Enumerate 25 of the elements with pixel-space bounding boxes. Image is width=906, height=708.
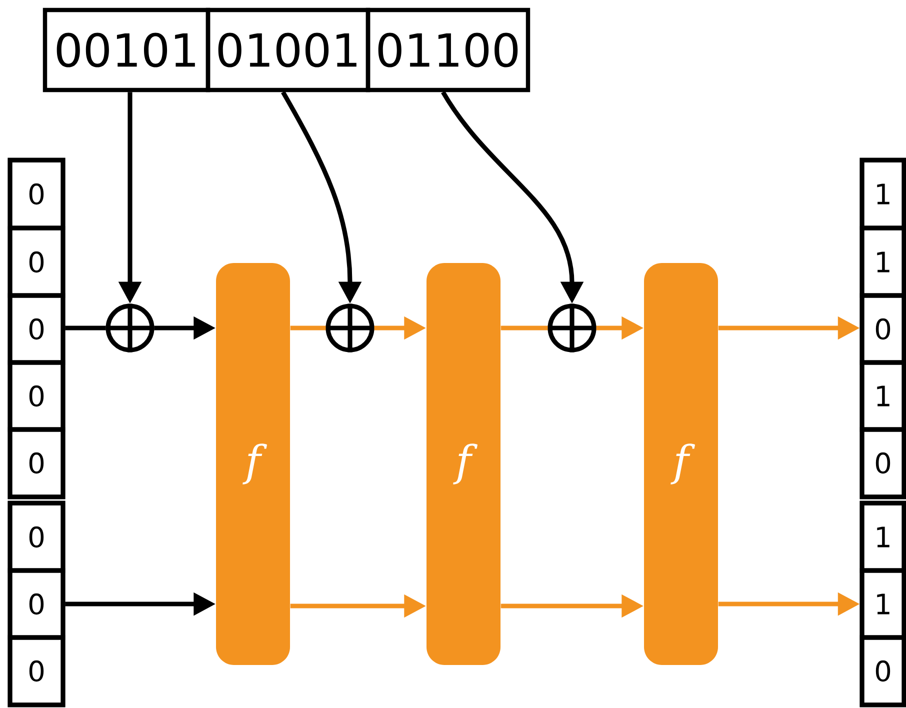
register-cell: 0 bbox=[8, 226, 66, 298]
register-cell: 1 bbox=[860, 360, 906, 432]
register-cell: 0 bbox=[8, 635, 66, 707]
register-cell: 1 bbox=[860, 568, 906, 640]
register-cell: 0 bbox=[8, 501, 66, 573]
register-cell: 0 bbox=[860, 635, 906, 707]
function-block: f bbox=[644, 263, 718, 665]
register-cell: 1 bbox=[860, 226, 906, 298]
register-cell: 0 bbox=[8, 568, 66, 640]
function-block: f bbox=[216, 263, 290, 665]
key-cell: 01100 bbox=[366, 8, 530, 92]
register-cell: 0 bbox=[8, 158, 66, 230]
register-cell: 0 bbox=[8, 360, 66, 432]
register-cell: 0 bbox=[8, 427, 66, 499]
xor-symbol bbox=[103, 301, 157, 355]
register-cell: 0 bbox=[8, 293, 66, 365]
key-cell: 01001 bbox=[206, 8, 370, 92]
register-cell: 1 bbox=[860, 501, 906, 573]
key-cell: 00101 bbox=[42, 8, 210, 92]
register-cell: 0 bbox=[860, 293, 906, 365]
register-cell: 1 bbox=[860, 158, 906, 230]
register-cell: 0 bbox=[860, 427, 906, 499]
xor-symbol bbox=[323, 301, 377, 355]
xor-symbol bbox=[545, 301, 599, 355]
function-block: f bbox=[426, 263, 500, 665]
